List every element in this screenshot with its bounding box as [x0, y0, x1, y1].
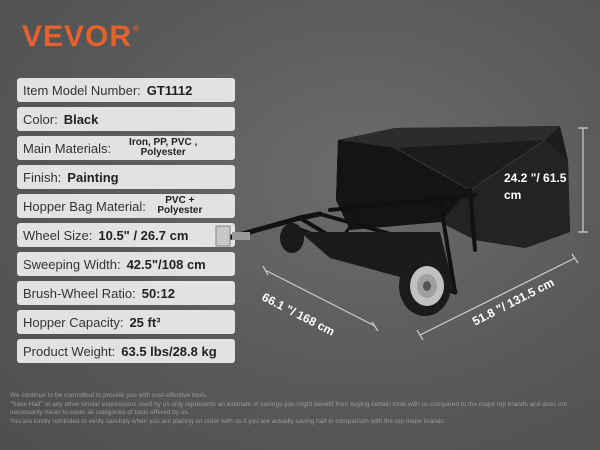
disclaimer-line: "Save Half" or any other similar express…	[10, 400, 568, 417]
spec-label: Item Model Number:	[23, 82, 141, 98]
spec-value: 63.5 lbs/28.8 kg	[121, 343, 217, 359]
dimension-lines	[262, 127, 588, 341]
hitch	[215, 225, 250, 247]
spec-label: Hopper Bag Material:	[23, 198, 146, 214]
spec-label: Brush-Wheel Ratio:	[23, 285, 136, 301]
spec-value: Painting	[67, 169, 119, 185]
spec-row-finish: Finish: Painting	[17, 165, 235, 189]
brand-logo: VEVOR®	[22, 20, 140, 53]
spec-row-color: Color: Black	[17, 107, 235, 131]
spec-row-materials: Main Materials: Iron, PP, PVC , Polyeste…	[17, 136, 235, 160]
spec-value: GT1112	[146, 82, 193, 98]
height-dimension-label: 24.2 "/ 61.5 cm	[504, 171, 567, 202]
spec-label: Color:	[23, 111, 58, 127]
front-wheel	[399, 256, 451, 316]
disclaimer-line: You are kindly reminded to verify carefu…	[10, 417, 446, 425]
spec-row-bag-material: Hopper Bag Material: PVC + Polyester	[17, 194, 235, 218]
rear-wheel	[280, 223, 304, 253]
disclaimer: We continue to be committed to provide y…	[10, 392, 595, 426]
spec-label: Hopper Capacity:	[23, 314, 124, 330]
spec-value: Iron, PP, PVC , Polyester	[129, 137, 198, 158]
spec-label: Sweeping Width:	[23, 256, 121, 272]
spec-list: Item Model Number: GT1112 Color: Black M…	[17, 78, 235, 368]
spec-value: 50:12	[141, 285, 175, 301]
spec-label: Wheel Size:	[23, 227, 93, 243]
spec-row-brush-ratio: Brush-Wheel Ratio: 50:12	[17, 281, 235, 305]
spec-value: 10.5" / 26.7 cm	[98, 227, 189, 243]
spec-value: PVC + Polyester	[157, 195, 203, 216]
spec-row-hopper-capacity: Hopper Capacity: 25 ft³	[17, 310, 235, 334]
spec-label: Product Weight:	[23, 343, 116, 359]
spec-row-weight: Product Weight: 63.5 lbs/28.8 kg	[17, 339, 235, 363]
spec-row-wheel-size: Wheel Size: 10.5" / 26.7 cm	[17, 223, 235, 247]
spec-value: 42.5"/108 cm	[126, 256, 206, 272]
spec-value: Black	[63, 111, 99, 127]
disclaimer-line: We continue to be committed to provide y…	[10, 392, 208, 399]
spec-row-model: Item Model Number: GT1112	[17, 78, 235, 102]
spec-row-sweeping-width: Sweeping Width: 42.5"/108 cm	[17, 252, 235, 276]
spec-label: Main Materials:	[23, 140, 112, 156]
spec-label: Finish:	[23, 169, 62, 185]
spec-value: 25 ft³	[129, 314, 161, 330]
